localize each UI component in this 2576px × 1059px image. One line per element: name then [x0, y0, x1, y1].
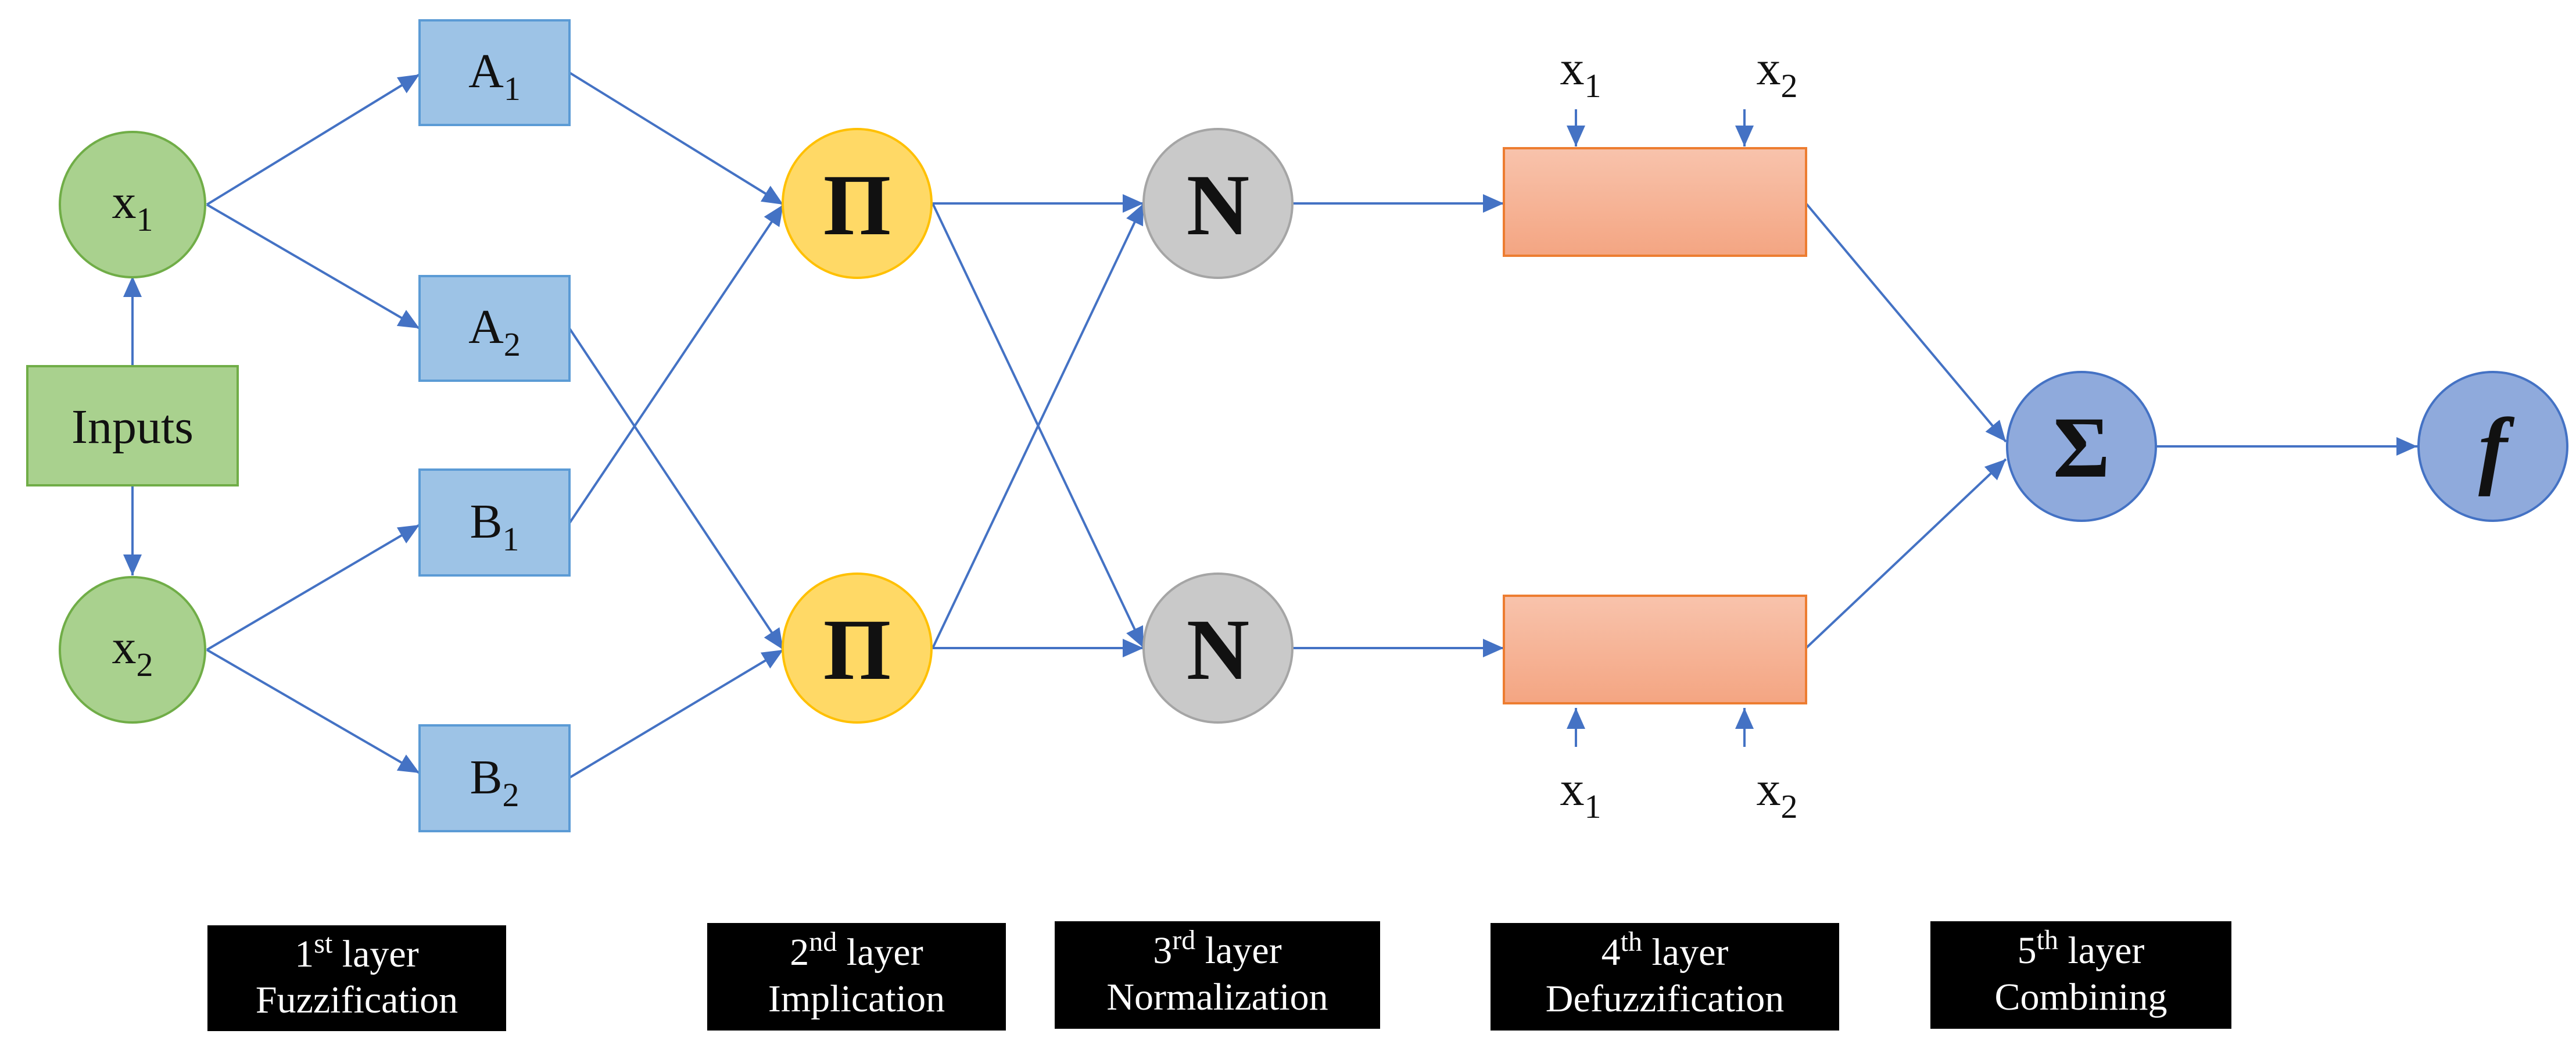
- edge-x2-b1: [206, 524, 421, 651]
- norm-symbol: N: [1187, 157, 1249, 253]
- output-node: f: [2417, 371, 2568, 522]
- membership-box-b1: B1: [418, 468, 571, 577]
- svg-text:A2: A2: [468, 300, 521, 363]
- svg-text:Defuzzification: Defuzzification: [1546, 978, 1784, 1020]
- svg-text:4th layer: 4th layer: [1602, 926, 1729, 974]
- input-node-x2: x2: [59, 576, 206, 724]
- layer-label-2: 2nd layer Implication: [707, 923, 1006, 1031]
- membership-box-a2: A2: [418, 275, 571, 382]
- defuzz-box-2: [1503, 595, 1807, 704]
- edge-a2-pi2: [568, 327, 784, 651]
- inputs-box-label: Inputs: [71, 400, 194, 454]
- svg-text:1st layer: 1st layer: [295, 928, 418, 975]
- defuzz-box-1: [1503, 147, 1807, 257]
- norm-symbol: N: [1187, 602, 1249, 698]
- svg-text:x2: x2: [112, 620, 153, 684]
- norm-node-1: N: [1142, 128, 1294, 279]
- sum-node: Σ: [2006, 371, 2157, 522]
- svg-text:Normalization: Normalization: [1106, 976, 1328, 1018]
- membership-box-b2: B2: [418, 724, 571, 832]
- svg-text:5th layer: 5th layer: [2018, 925, 2145, 972]
- edge-d1-sum: [1805, 202, 2007, 443]
- sum-symbol: Σ: [2053, 399, 2110, 496]
- svg-text:Fuzzification: Fuzzification: [256, 979, 458, 1021]
- edge-b1-pi1: [568, 203, 784, 524]
- layer-label-3: 3rd layer Normalization: [1055, 921, 1380, 1029]
- product-symbol: Π: [823, 602, 891, 698]
- defuzz-bottom-x1-label: x1: [1560, 762, 1602, 825]
- edge-x1-a1: [206, 73, 421, 206]
- product-node-2: Π: [782, 573, 933, 724]
- svg-text:3rd layer: 3rd layer: [1153, 925, 1281, 972]
- svg-text:x1: x1: [112, 175, 153, 238]
- defuzz-top-x1-label: x1: [1560, 41, 1602, 105]
- layer-label-5: 5th layer Combining: [1930, 921, 2231, 1029]
- edge-a1-pi1: [568, 71, 784, 206]
- svg-text:2nd layer: 2nd layer: [790, 926, 923, 974]
- connections: [123, 71, 2417, 779]
- layer-label-4: 4th layer Defuzzification: [1491, 923, 1839, 1031]
- svg-text:B1: B1: [470, 495, 519, 558]
- svg-text:Implication: Implication: [768, 978, 945, 1020]
- edge-x1-a2: [206, 203, 421, 330]
- product-node-1: Π: [782, 128, 933, 279]
- defuzz-bottom-x2-label: x2: [1757, 762, 1798, 825]
- input-node-x1: x1: [59, 131, 206, 278]
- edge-x2-b2: [206, 649, 421, 774]
- svg-text:B2: B2: [470, 750, 519, 814]
- defuzz-top-x2-label: x2: [1757, 41, 1798, 105]
- product-symbol: Π: [823, 157, 891, 253]
- membership-box-a1: A1: [418, 19, 571, 126]
- edge-pi2-n1: [931, 203, 1145, 649]
- edge-b2-pi2: [568, 649, 784, 779]
- svg-text:A1: A1: [468, 44, 521, 108]
- norm-node-2: N: [1142, 573, 1294, 724]
- inputs-box: Inputs: [26, 365, 239, 486]
- svg-text:Combining: Combining: [1994, 976, 2167, 1018]
- layer-label-1: 1st layer Fuzzification: [207, 925, 506, 1031]
- edge-d2-sum: [1805, 458, 2007, 649]
